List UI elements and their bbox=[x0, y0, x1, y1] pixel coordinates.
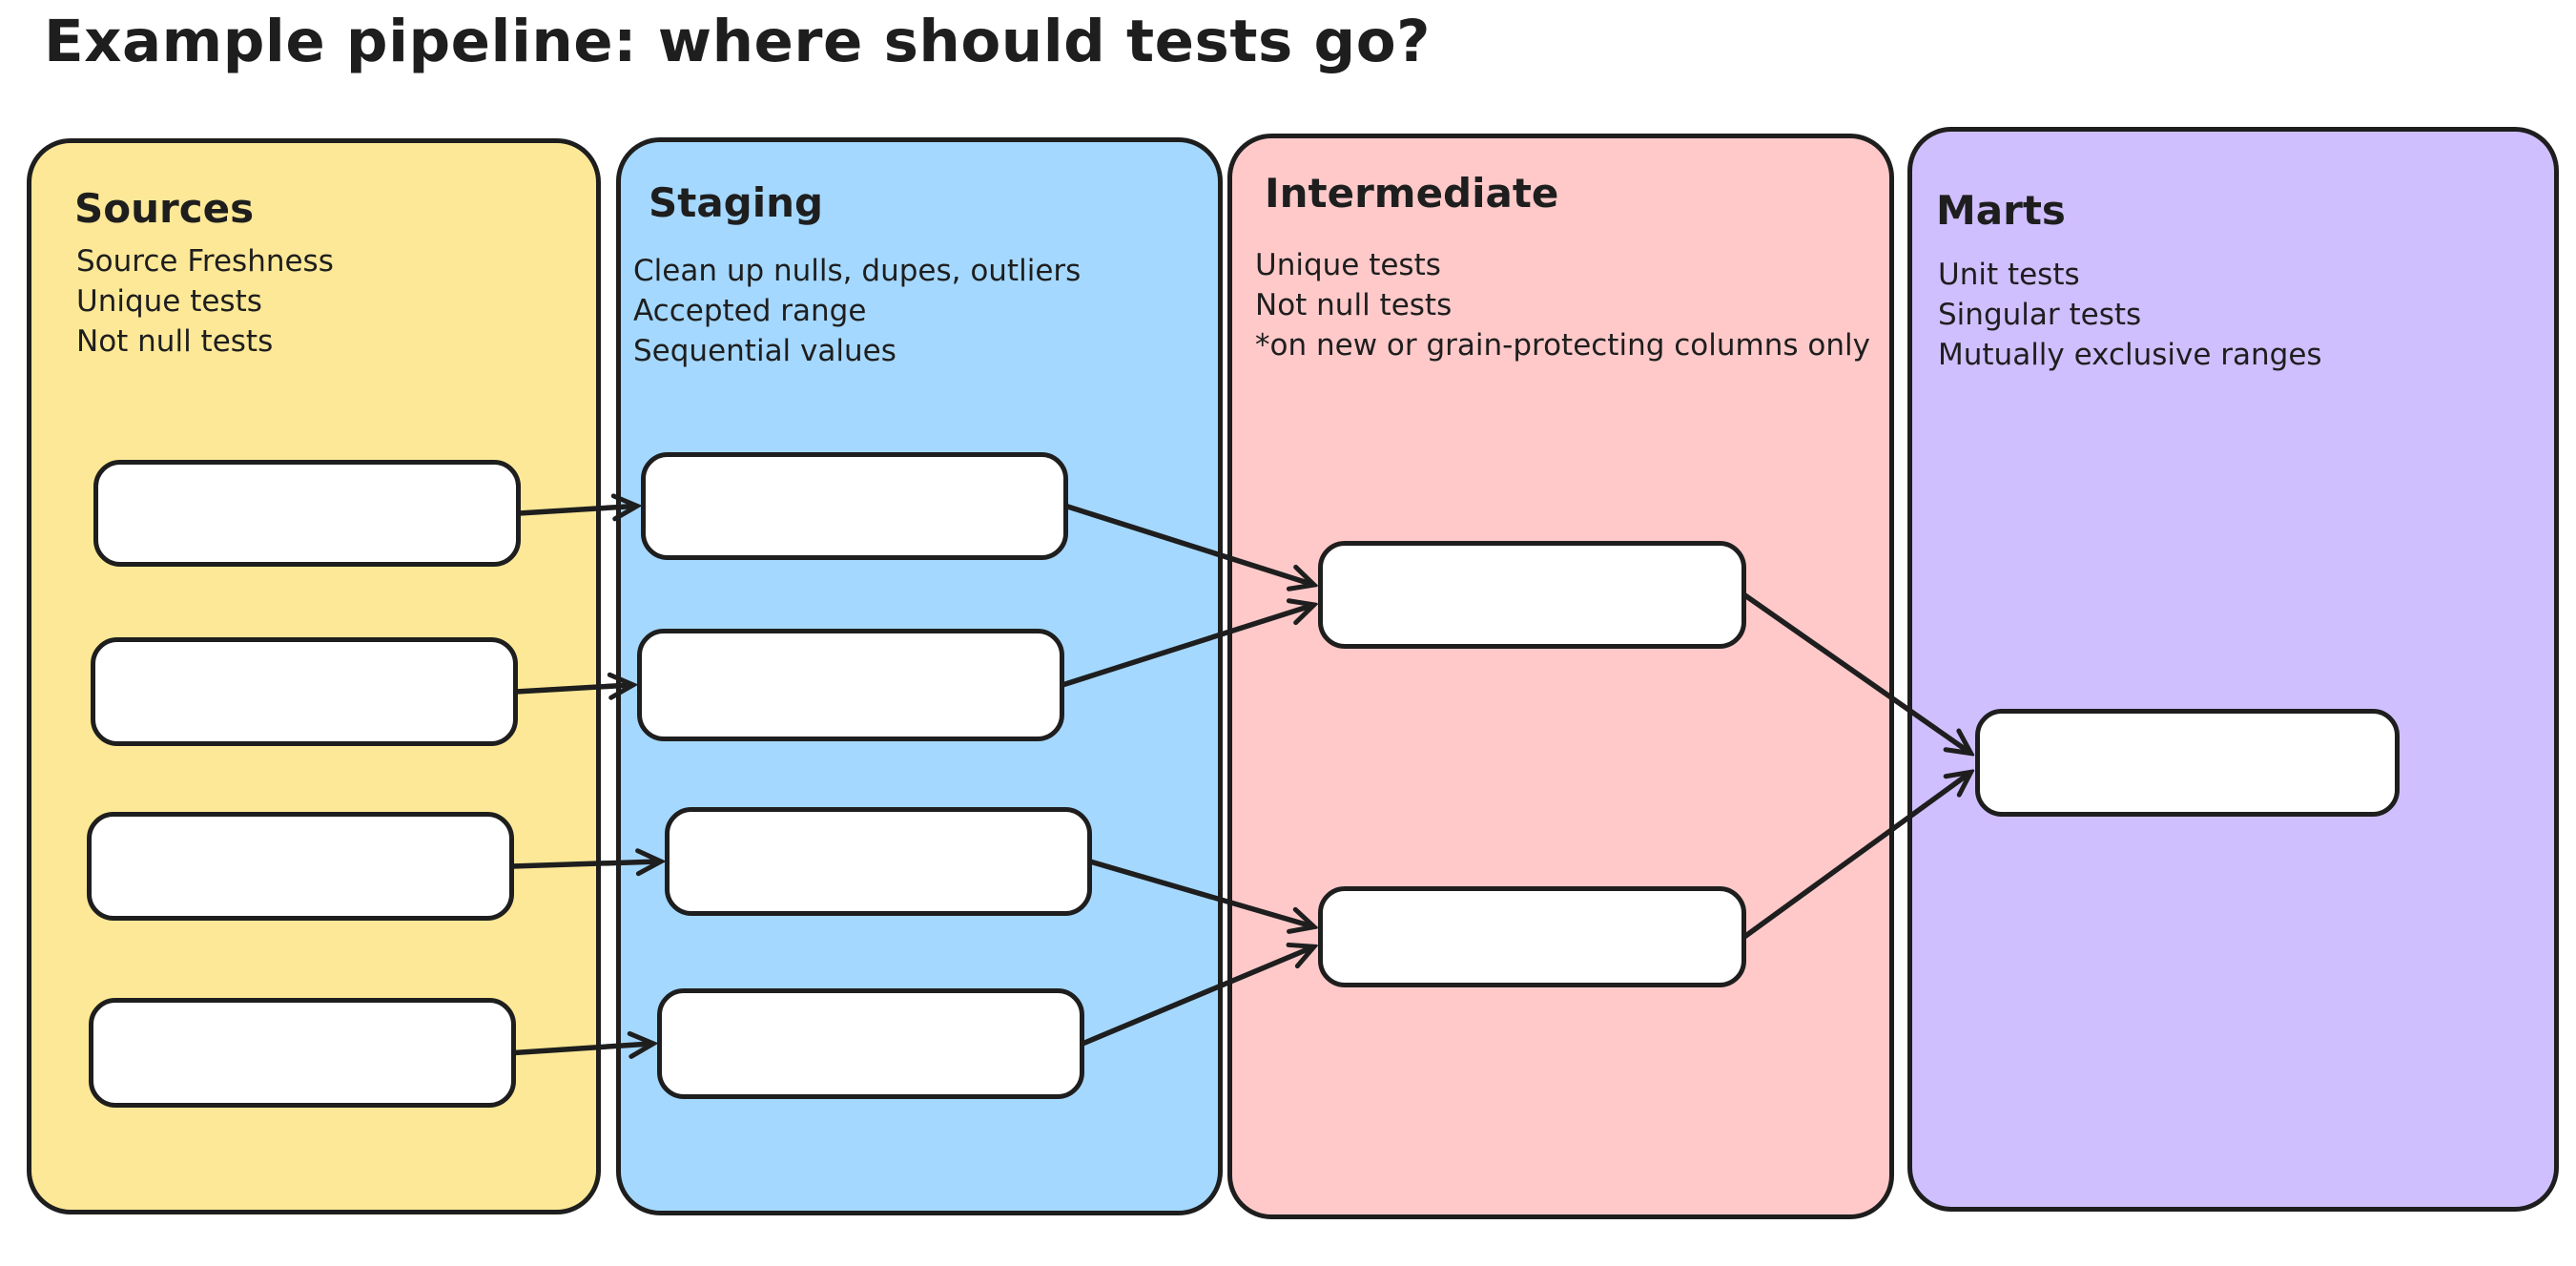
column-marts-label: Marts bbox=[1936, 187, 2066, 234]
column-note: Clean up nulls, dupes, outliers bbox=[633, 254, 1082, 288]
column-note: Not null tests bbox=[1255, 288, 1453, 322]
node-src-1 bbox=[93, 460, 521, 567]
node-src-4 bbox=[89, 998, 516, 1108]
node-stg-3 bbox=[665, 807, 1092, 916]
column-staging-label: Staging bbox=[649, 179, 824, 226]
node-stg-2 bbox=[637, 629, 1064, 741]
column-note: Unique tests bbox=[76, 284, 262, 319]
diagram-title: Example pipeline: where should tests go? bbox=[44, 8, 1432, 75]
column-note: Not null tests bbox=[76, 324, 274, 359]
node-stg-4 bbox=[657, 988, 1084, 1099]
column-sources-label: Sources bbox=[74, 185, 255, 232]
column-note: Sequential values bbox=[633, 334, 896, 368]
node-int-1 bbox=[1318, 541, 1746, 649]
node-src-3 bbox=[87, 812, 514, 921]
column-note: Unique tests bbox=[1255, 248, 1441, 282]
node-int-2 bbox=[1318, 886, 1746, 987]
column-note: Accepted range bbox=[633, 294, 867, 328]
column-note: Mutually exclusive ranges bbox=[1938, 338, 2322, 372]
column-note: Unit tests bbox=[1938, 258, 2080, 292]
node-mart-1 bbox=[1975, 709, 2400, 817]
column-note: Singular tests bbox=[1938, 298, 2142, 332]
node-stg-1 bbox=[641, 452, 1068, 560]
node-src-2 bbox=[91, 637, 518, 746]
column-note: *on new or grain-protecting columns only bbox=[1255, 328, 1870, 363]
column-intermediate-label: Intermediate bbox=[1265, 170, 1559, 217]
column-note: Source Freshness bbox=[76, 244, 334, 279]
